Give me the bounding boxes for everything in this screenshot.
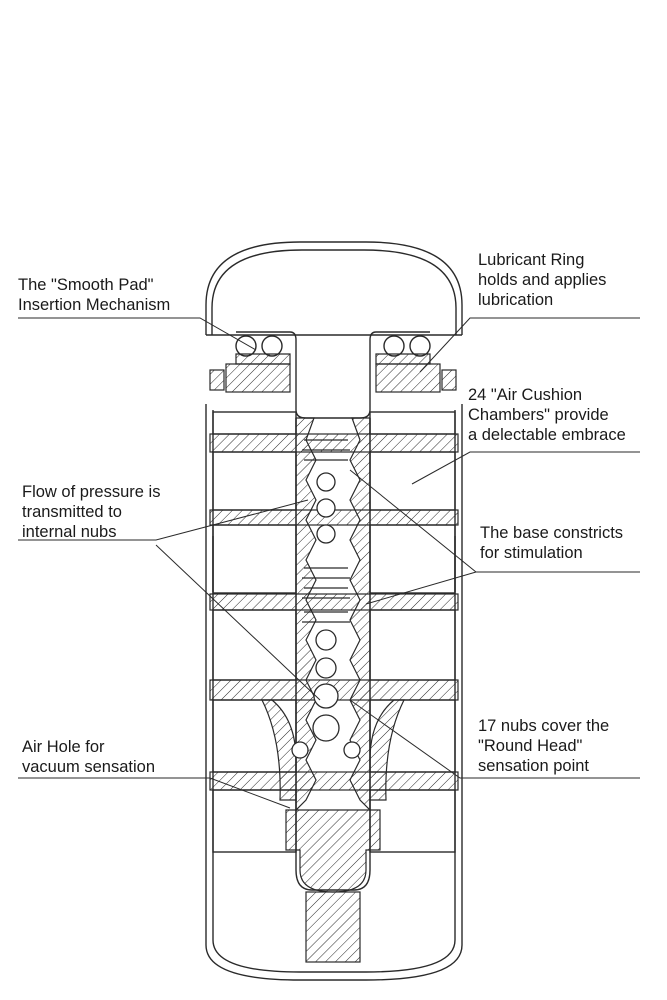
leader-lubricant-ring [419,317,640,373]
inner-sleeve-right [349,417,371,812]
air-hole-plug [305,891,361,963]
nub [343,741,361,759]
sleeve-body [205,404,463,981]
outer-cap-shell [205,241,463,335]
inner-sleeve-left [295,417,317,812]
label-air-cushion: 24 "Air Cushion Chambers" provide a dele… [468,386,626,444]
nub [291,741,309,759]
leader-air-hole [18,777,291,809]
leader-base-constricts [349,469,640,605]
nub [312,714,340,742]
nub [315,657,337,679]
label-smooth-pad: The "Smooth Pad" Insertion Mechanism [18,276,171,314]
leader-air-cushion [411,451,640,485]
round-head [285,809,381,893]
inner-cap-shell [211,249,457,335]
label-flow-pressure: Flow of pressure is transmitted to inter… [22,483,161,541]
label-nubs: 17 nubs cover the "Round Head" sensation… [478,717,610,775]
nub [315,629,337,651]
lubricant-ring-right [375,363,441,393]
nub [313,683,339,709]
lubricant-ring-left [225,363,291,393]
nub [316,524,336,544]
label-lubricant-ring: Lubricant Ring holds and applies lubrica… [478,251,607,309]
leader-nubs [349,699,640,779]
nub [316,498,336,518]
label-air-hole: Air Hole for vacuum sensation [22,738,155,776]
leader-smooth-pad [18,317,257,351]
leader-flow-pressure [18,499,321,701]
nub [316,472,336,492]
label-base-constricts: The base constricts for stimulation [480,524,624,562]
smooth-pad-opening [236,331,430,419]
